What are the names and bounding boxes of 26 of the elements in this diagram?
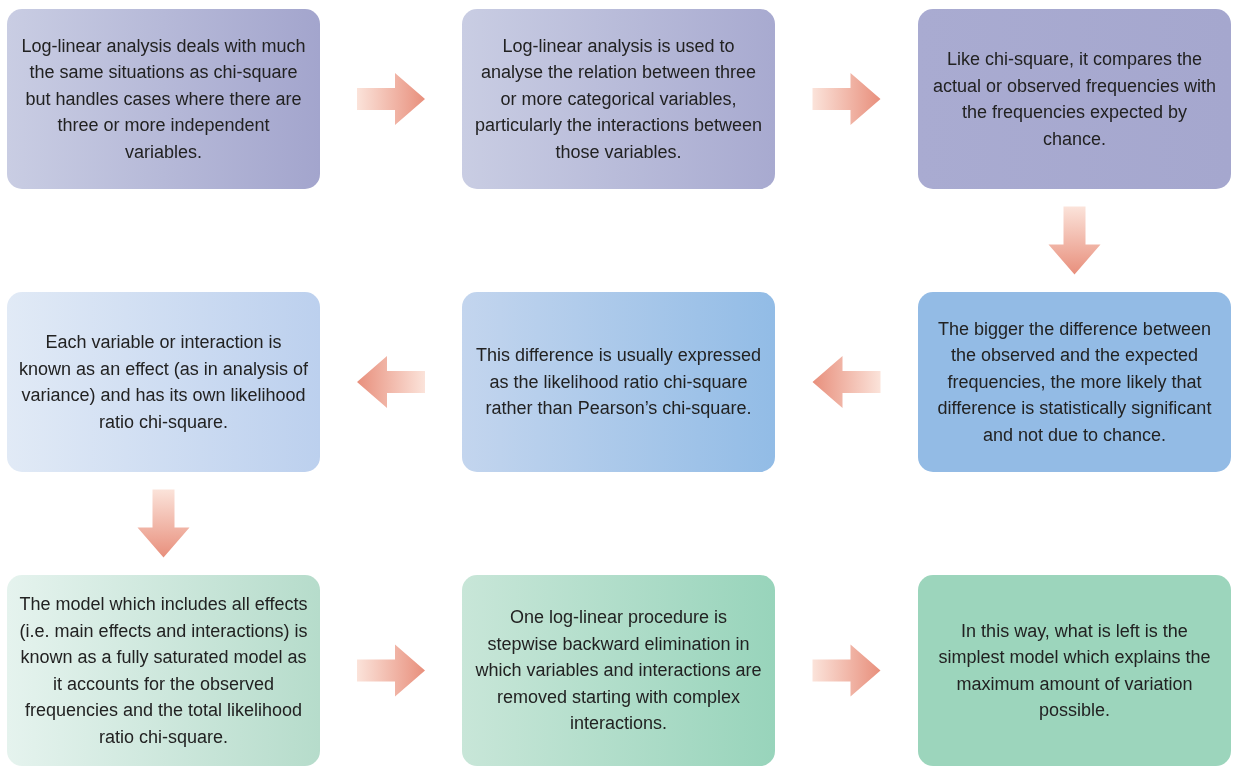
process-box [7,575,320,766]
block-arrow [357,73,425,125]
process-box [7,292,320,472]
block-arrow [1048,206,1101,275]
box-text: In this way, what is left is the simplest model which explains the maximum amount of variation possible. [937,619,1212,722]
box-text: Like chi-square, it compares the actual or observed frequencies with the frequencies expected by chance. [931,48,1218,151]
box-text: The model which includes all effects (i.e. main effects and interactions) is known as a fully saturated model as it accounts for the observed frequencies and the total likelihood ratio chi-square. [19,593,308,749]
process-box [462,575,775,766]
process-box [918,9,1231,189]
process-box [918,575,1231,766]
box-text: The bigger the difference between the observed and the expected frequencies, the more likely that difference is statistically significant and not due to chance. [936,317,1213,447]
block-arrow [812,356,881,408]
process-box [7,9,320,189]
process-box [918,292,1231,472]
block-arrow [812,73,881,125]
process-box [462,292,775,472]
block-arrow [137,489,190,558]
box-text: This difference is usually expressed as the likelihood ratio chi-square rather than Pearson’s chi-square. [475,344,762,421]
box-text: Log-linear analysis is used to analyse the relation between three or more categorical variables, particularly the interactions between those variables. [474,34,763,164]
block-arrow [812,644,881,697]
box-text: Log-linear analysis deals with much the same situations as chi-square but handles cases where there are three or more independent variables. [20,34,307,164]
box-text: One log-linear procedure is stepwise backward elimination in which variables and interactions are removed starting with complex interactions. [474,606,763,736]
process-box [462,9,775,189]
block-arrow [357,644,425,697]
block-arrow [357,356,425,408]
box-text: Each variable or interaction is known as an effect (as in analysis of variance) and has its own likelihood ratio chi-square. [19,331,308,434]
